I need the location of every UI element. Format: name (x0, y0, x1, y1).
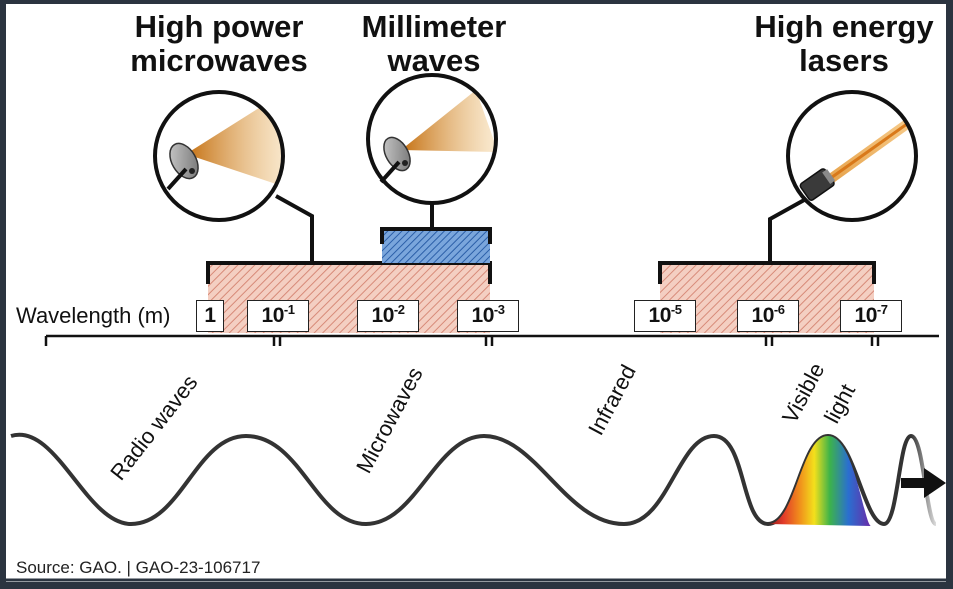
tick-base: 10 (648, 304, 672, 327)
tick-label: 1 (196, 300, 224, 332)
tick-label: 10-7 (840, 300, 902, 332)
title-high-power-microwaves: High power microwaves (114, 10, 324, 78)
dish-antenna-icon (166, 142, 199, 191)
diagram-graphics (6, 73, 946, 582)
diagram-canvas: High power microwaves Millimeter waves H… (6, 4, 946, 582)
source-note: Source: GAO. | GAO-23-106717 (16, 558, 261, 577)
tick-exponent: -5 (670, 302, 682, 317)
title-line: lasers (799, 43, 889, 78)
tick-exponent: -7 (876, 302, 888, 317)
wavelength-axis (44, 334, 939, 346)
title-line: High power (134, 9, 304, 44)
tick-label: 10-5 (634, 300, 696, 332)
title-line: microwaves (130, 43, 308, 78)
laser-emitter-icon (799, 168, 836, 201)
tick-base: 10 (371, 304, 395, 327)
tick-label: 10-2 (357, 300, 419, 332)
tick-exponent: -2 (393, 302, 405, 317)
title-line: High energy (754, 9, 934, 44)
tick-base: 10 (854, 304, 878, 327)
tick-exponent: -6 (773, 302, 785, 317)
millimeter-range-bar (380, 227, 492, 263)
title-line: waves (387, 43, 481, 78)
tick-base: 1 (204, 304, 216, 327)
tick-label: 10-3 (457, 300, 519, 332)
connector-lines (275, 194, 807, 263)
wavelength-label: Wavelength (m) (16, 303, 171, 328)
laser-illustration (786, 90, 918, 222)
visible-spectrum-hump (768, 436, 871, 526)
tick-exponent: -3 (493, 302, 505, 317)
tick-base: 10 (751, 304, 775, 327)
arrow-right-icon (901, 468, 946, 498)
tick-label: 10-6 (737, 300, 799, 332)
tick-label: 10-1 (247, 300, 309, 332)
tick-base: 10 (471, 304, 495, 327)
high-power-microwave-illustration (153, 90, 285, 222)
tick-base: 10 (261, 304, 285, 327)
tick-exponent: -1 (283, 302, 295, 317)
title-line: Millimeter (361, 9, 507, 44)
title-high-energy-lasers: High energy lasers (746, 10, 942, 78)
title-millimeter-waves: Millimeter waves (344, 10, 524, 78)
millimeter-wave-illustration (366, 73, 498, 205)
